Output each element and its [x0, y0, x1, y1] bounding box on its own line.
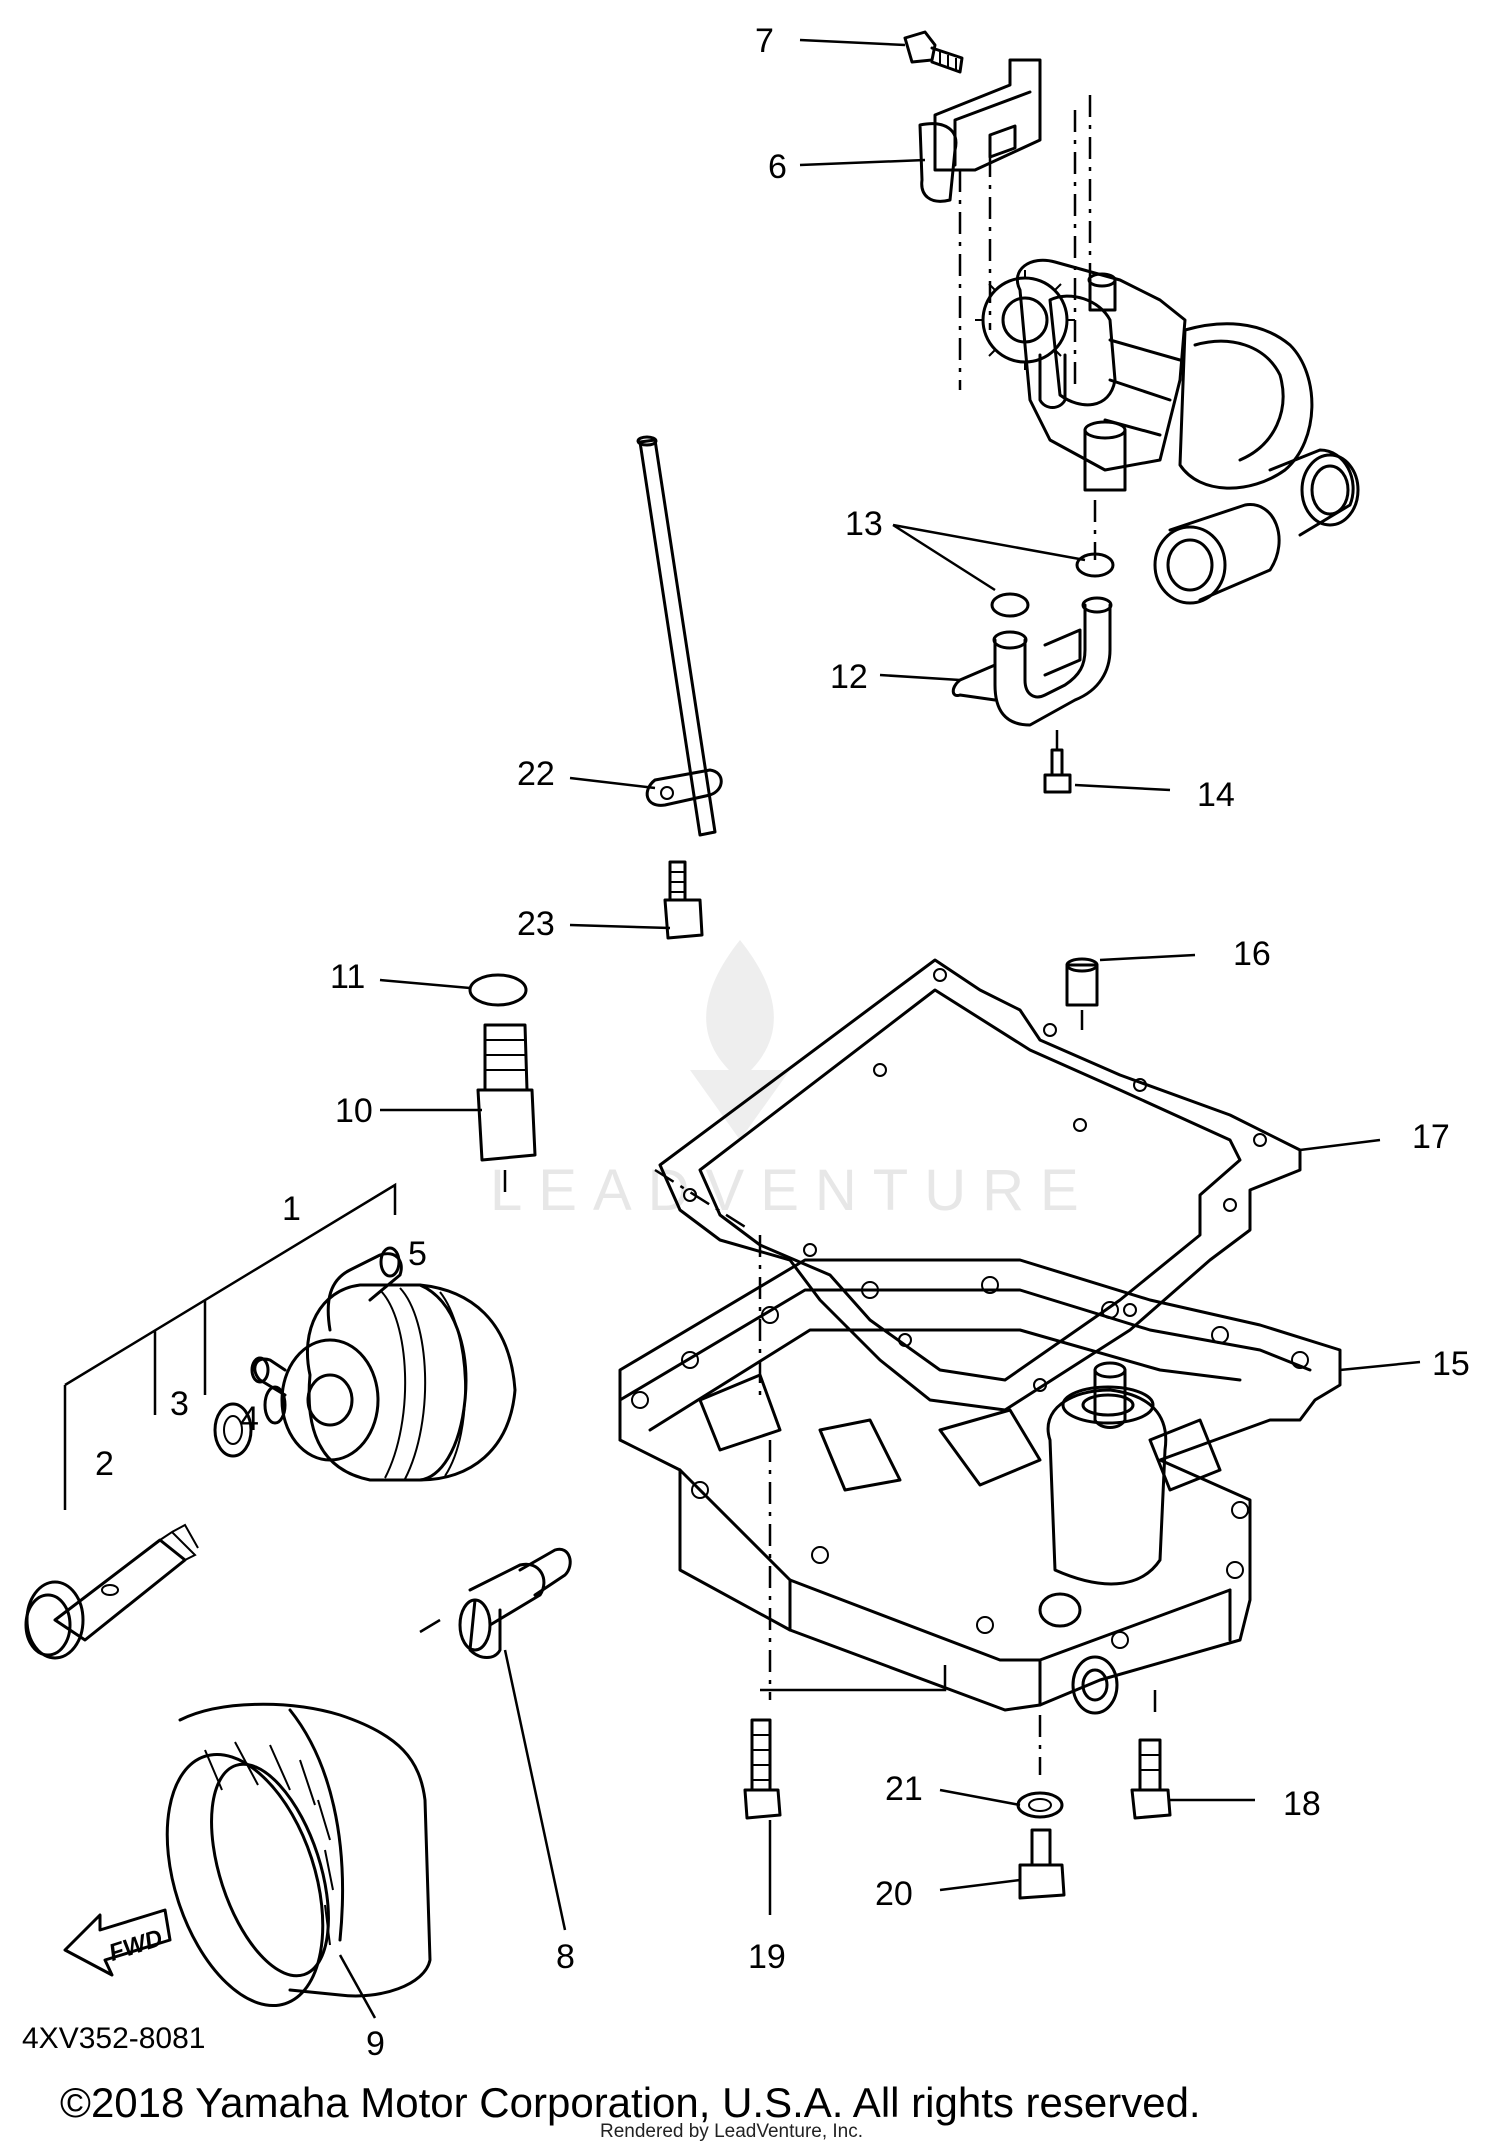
- bolt-19: [743, 1718, 782, 1820]
- bolt-23: [663, 860, 704, 940]
- o-ring-13b: [1075, 552, 1115, 578]
- callout-3: 3: [170, 1385, 189, 1423]
- drain-bolt-20: [1018, 1828, 1066, 1900]
- callout-labels: 1 2 3 4 5 6 7 8 9 10 11 12 13 14 15 16 1…: [95, 22, 1470, 2063]
- union-bolt-2: [24, 1523, 199, 1660]
- o-ring-11: [468, 973, 528, 1007]
- union-10: [476, 1023, 537, 1162]
- o-ring-4: [263, 1385, 287, 1425]
- callout-17: 17: [1412, 1118, 1450, 1156]
- oil-delivery-pipe: [951, 596, 1113, 727]
- gasket-21: [1016, 1791, 1064, 1819]
- callout-23: 23: [517, 905, 555, 943]
- callout-6: 6: [768, 148, 787, 186]
- dowel-pin-16: [1065, 957, 1099, 1007]
- callout-11: 11: [330, 958, 365, 996]
- rendered-by-notice: Rendered by LeadVenture, Inc.: [600, 2121, 863, 2142]
- callout-20: 20: [875, 1875, 913, 1913]
- watermark-text: LEADVENTURE: [490, 1158, 1095, 1223]
- oil-filter-9: [165, 1702, 432, 2008]
- bolt-18: [1130, 1738, 1172, 1820]
- callout-5: 5: [408, 1235, 427, 1273]
- callout-21: 21: [885, 1770, 923, 1808]
- leadventure-watermark: LEADVENTURE: [490, 940, 1095, 1223]
- oil-pump-assembly: [903, 30, 1360, 605]
- forward-direction-arrow: FWD: [63, 1908, 172, 1977]
- leader-lines: [338, 38, 1421, 2019]
- callout-2: 2: [95, 1445, 114, 1483]
- callout-10: 10: [335, 1092, 373, 1130]
- union-bolt-8: [458, 1547, 572, 1659]
- oil-cooler: [250, 1246, 517, 1482]
- oil-pan: [618, 1258, 1342, 1715]
- callout-8: 8: [556, 1938, 575, 1976]
- callout-18: 18: [1283, 1785, 1321, 1823]
- callout-14: 14: [1197, 776, 1235, 814]
- callout-4: 4: [240, 1400, 259, 1438]
- diagram-code: 4XV352-8081: [22, 2022, 206, 2055]
- callout-13: 13: [845, 505, 883, 543]
- bolt-14: [1043, 748, 1072, 794]
- callout-16: 16: [1233, 935, 1271, 973]
- strainer-tube: [636, 435, 723, 837]
- callout-22: 22: [517, 755, 555, 793]
- callout-9: 9: [366, 2025, 385, 2063]
- callout-15: 15: [1432, 1345, 1470, 1383]
- callout-7: 7: [755, 22, 774, 60]
- fwd-label: FWD: [106, 1924, 166, 1967]
- oil-pan-gasket: [658, 958, 1302, 1412]
- callout-1: 1: [282, 1190, 301, 1228]
- callout-19: 19: [748, 1938, 786, 1976]
- o-ring-13a: [990, 592, 1030, 618]
- callout-12: 12: [830, 658, 868, 696]
- washer-3: [213, 1402, 253, 1458]
- copyright-notice: ©2018 Yamaha Motor Corporation, U.S.A. A…: [60, 2079, 1201, 2126]
